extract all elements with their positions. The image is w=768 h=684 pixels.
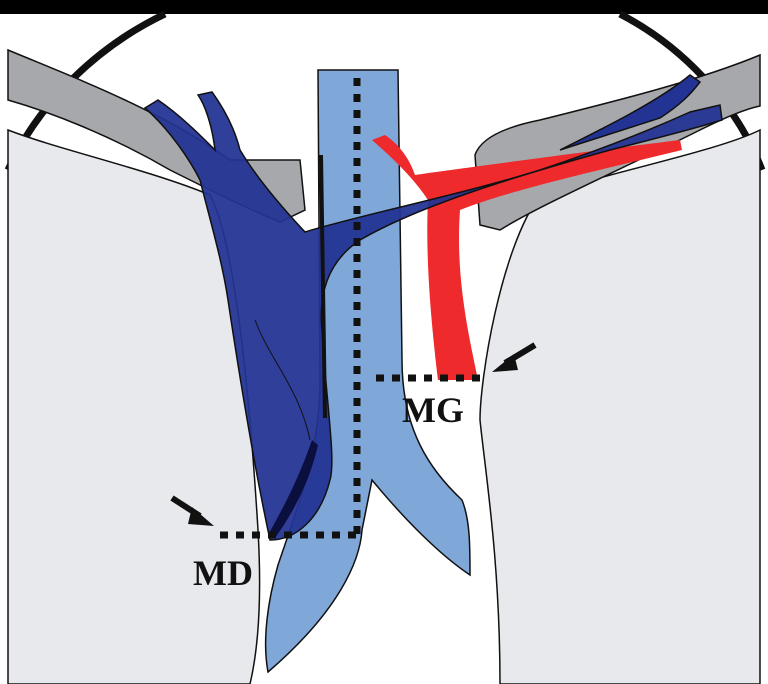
top-frame-bar xyxy=(0,0,768,14)
mg-label: MG xyxy=(402,390,464,430)
md-label: MD xyxy=(193,553,253,593)
